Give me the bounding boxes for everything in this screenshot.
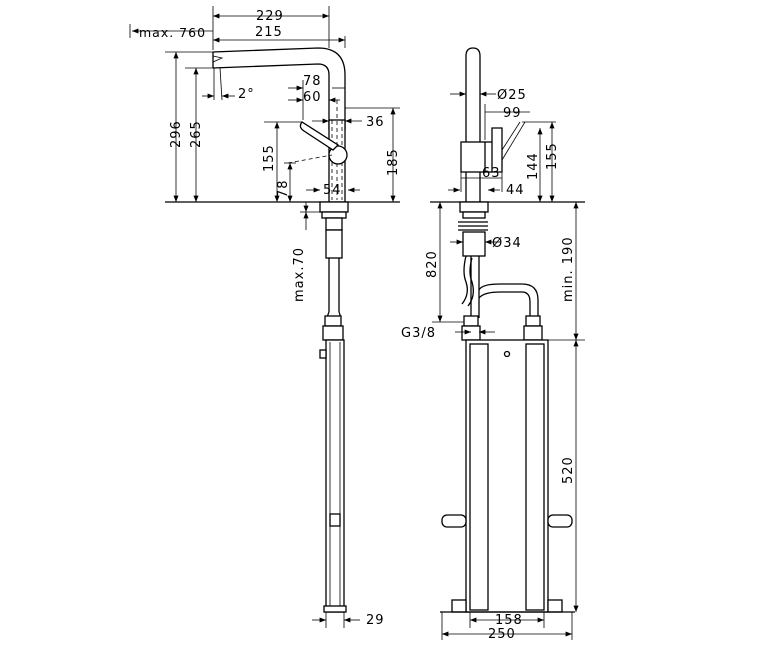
dim-265: 265 xyxy=(189,120,204,148)
dim-36: 36 xyxy=(366,115,385,130)
dim-144: 144 xyxy=(526,152,541,180)
lever-handle xyxy=(287,121,348,165)
front-undercounter xyxy=(458,201,543,341)
side-view: 229 max. 760 215 2° 78 60 36 296 265 xyxy=(129,6,401,628)
dim-155-left: 155 xyxy=(262,144,277,172)
dim-2deg: 2° xyxy=(238,87,255,102)
dim-54: 54 xyxy=(323,183,342,198)
dim-g38: G3/8 xyxy=(401,326,436,341)
front-view: Ø25 99 144 155 63 44 820 Ø34 min. 190 xyxy=(401,47,585,642)
dim-250: 250 xyxy=(488,627,516,642)
spout-outline xyxy=(212,47,346,130)
dim-29: 29 xyxy=(366,613,385,628)
dim-158: 158 xyxy=(495,613,523,628)
dim-max-70: max.70 xyxy=(292,247,307,302)
front-box xyxy=(440,339,575,613)
dim-44: 44 xyxy=(506,183,525,198)
side-undercounter xyxy=(319,201,349,613)
dim-63: 63 xyxy=(482,166,501,181)
dim-dia-34: Ø34 xyxy=(492,236,522,251)
dim-296: 296 xyxy=(169,120,184,148)
dim-820: 820 xyxy=(425,250,440,278)
dim-dia-25: Ø25 xyxy=(497,88,527,103)
dim-229: 229 xyxy=(256,9,284,24)
dim-max-760: max. 760 xyxy=(139,25,206,40)
dim-185: 185 xyxy=(386,148,401,176)
dim-min-190: min. 190 xyxy=(561,236,576,302)
dim-99: 99 xyxy=(503,106,522,121)
dim-520: 520 xyxy=(561,456,576,484)
dim-60: 60 xyxy=(303,90,322,105)
front-faucet xyxy=(460,47,526,203)
dim-215: 215 xyxy=(255,25,283,40)
dim-155-right: 155 xyxy=(545,142,560,170)
dim-78-top: 78 xyxy=(303,74,322,89)
dim-78-low: 78 xyxy=(276,179,291,198)
